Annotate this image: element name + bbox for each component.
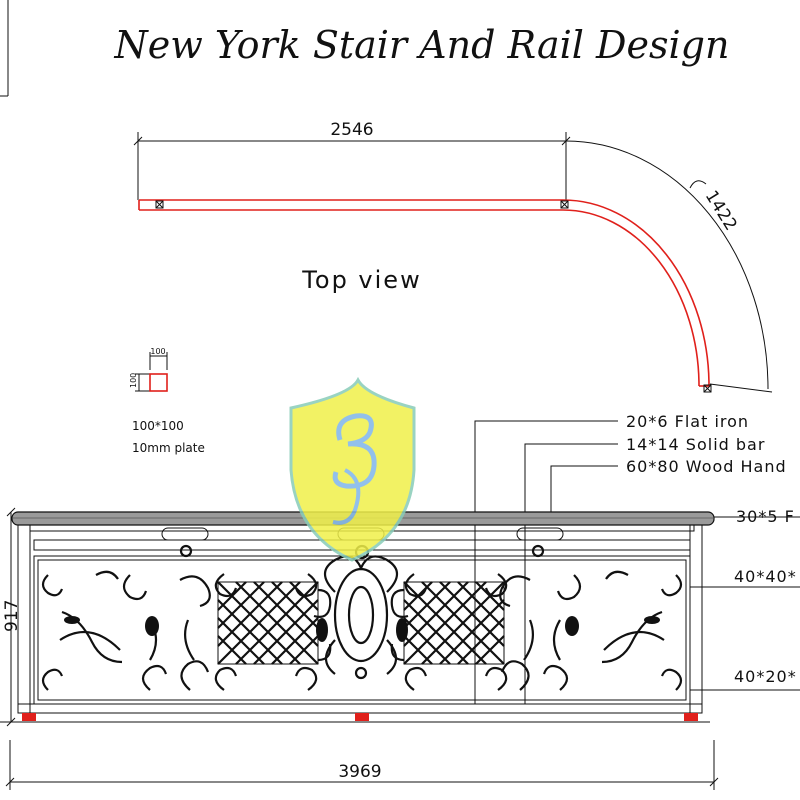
end-post-right — [689, 524, 703, 714]
post-section — [149, 373, 168, 392]
callout-tube-upper: 40*40* — [734, 567, 797, 586]
callouts: 20*6 Flat iron 14*14 Solid bar 60*80 Woo… — [474, 412, 800, 704]
callout-solid-bar: 14*14 Solid bar — [626, 435, 765, 454]
scroll-ornaments — [41, 570, 683, 691]
callout-flat-iron: 20*6 Flat iron — [626, 412, 749, 431]
post-plate-label: 10mm plate — [132, 441, 205, 455]
post-detail: 100 100 100*100 10mm plate — [129, 347, 205, 455]
watermark-logo — [289, 376, 416, 562]
dimension-straight-length: 2546 — [330, 120, 373, 140]
post-marker — [155, 200, 164, 209]
callout-flat-bar: 30*5 F — [736, 507, 795, 526]
post-height-dimension: 100 — [129, 373, 138, 388]
callout-tube-lower: 40*20* — [734, 667, 797, 686]
post-marker — [560, 200, 569, 209]
callout-wood-handrail: 60*80 Wood Hand — [626, 457, 787, 476]
rail-plan-outer — [139, 199, 710, 387]
post-width-dimension: 100 — [150, 347, 165, 356]
center-medallion — [323, 555, 399, 680]
top-view: 2546 1422 Top view — [133, 120, 773, 393]
post-size-label: 100*100 — [132, 419, 184, 433]
lattice-panel-left — [217, 581, 319, 665]
dimension-height: 917 — [2, 600, 22, 632]
top-view-label: Top view — [301, 266, 421, 294]
rail-plan-inner — [139, 209, 700, 387]
dimension-length: 3969 — [338, 762, 381, 782]
drawing-title: New York Stair And Rail Design — [114, 23, 730, 67]
post-marker — [703, 384, 712, 393]
